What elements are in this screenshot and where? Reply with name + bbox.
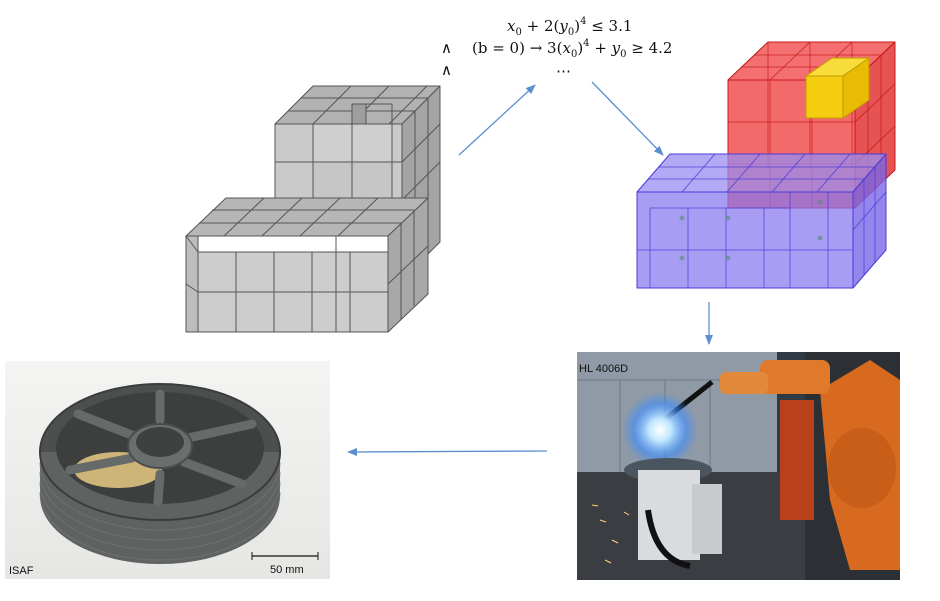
printed-part-photo: 50 mm ISAF bbox=[5, 361, 330, 579]
welding-robot-photo: HL 4006D bbox=[577, 352, 900, 580]
flow-arrows bbox=[347, 81, 713, 456]
colored-voxel-model bbox=[636, 41, 896, 289]
gray-voxel-model bbox=[185, 85, 441, 333]
machine-label: HL 4006D bbox=[579, 363, 628, 375]
watermark-label: ISAF bbox=[9, 565, 34, 577]
robot-arm bbox=[720, 352, 900, 580]
scale-label: 50 mm bbox=[270, 564, 304, 576]
constraint-ellipsis: ⋯ bbox=[556, 62, 571, 80]
arrow-robot-to-part bbox=[347, 447, 548, 456]
and-connector-2: ∧ bbox=[441, 61, 452, 79]
selected-voxel bbox=[805, 57, 870, 119]
constraint-line-1: x0 + 2(y0)4 ≤ 3.1 bbox=[507, 16, 632, 38]
and-connector-1: ∧ bbox=[441, 39, 452, 57]
arrow-constraints-to-voxels bbox=[591, 81, 664, 156]
constraint-formulas: x0 + 2(y0)4 ≤ 3.1 ∧ (b = 0) → 3(x0)4 + y… bbox=[441, 16, 672, 80]
constraint-line-2: (b = 0) → 3(x0)4 + y0 ≥ 4.2 bbox=[472, 38, 672, 60]
arrow-model-to-constraints bbox=[458, 84, 536, 156]
